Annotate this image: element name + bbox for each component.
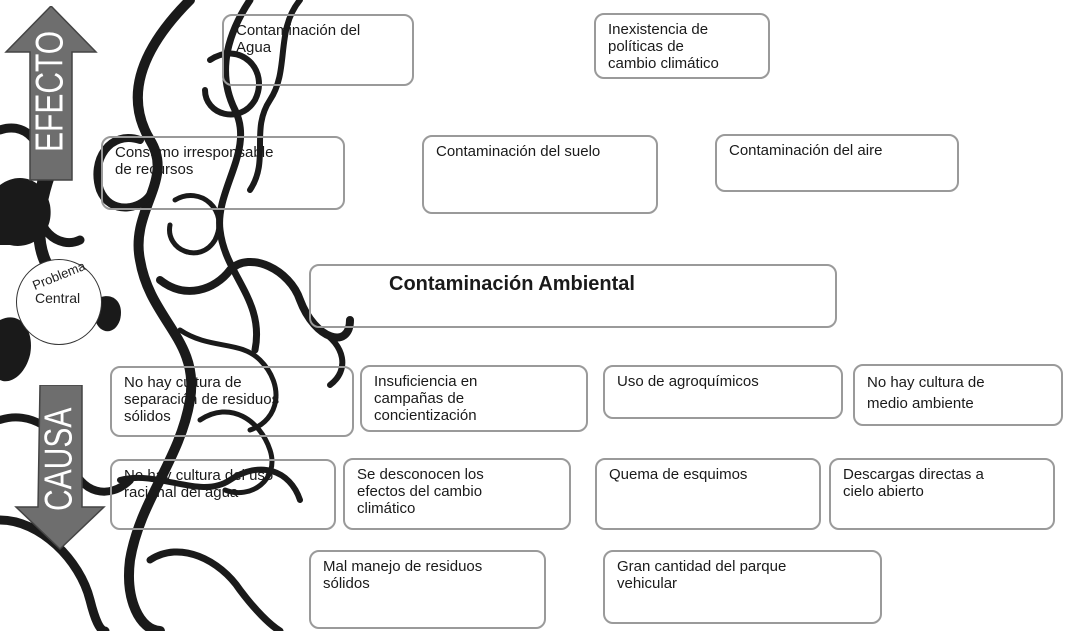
effect-box-air: Contaminación del aire xyxy=(715,134,959,192)
effect-arrow xyxy=(4,6,98,181)
cause-box-climate-effects: Se desconocen los efectos del cambio cli… xyxy=(343,458,571,530)
cause-box-vehicles: Gran cantidad del parque vehicular xyxy=(603,550,882,624)
cause-box-awareness: Insuficiencia en campañas de concientiza… xyxy=(360,365,588,432)
cause-box-waste-management: Mal manejo de residuos sólidos xyxy=(309,550,546,629)
cause-box-waste-separation: No hay cultura de separación de residuos… xyxy=(110,366,354,437)
cause-box-agrochemicals: Uso de agroquímicos xyxy=(603,365,843,419)
effect-box-climate-policy: Inexistencia de políticas de cambio clim… xyxy=(594,13,770,79)
circle-label-top: Problema xyxy=(30,258,88,293)
cause-box-burning: Quema de esquimos xyxy=(595,458,821,530)
central-problem-circle: Problema Central xyxy=(16,258,102,345)
cause-box-open-discharge: Descargas directas a cielo abierto xyxy=(829,458,1055,530)
circle-label-bottom: Central xyxy=(35,290,81,306)
cause-box-water-use: No hay cultura del uso racional del agua xyxy=(110,459,336,530)
effect-box-water: Contaminación del Agua xyxy=(222,14,414,86)
cause-label: CAUSA xyxy=(37,407,81,511)
cause-box-environment-culture: No hay cultura de medio ambiente xyxy=(853,364,1063,426)
effect-label: EFECTO xyxy=(28,30,72,152)
cause-arrow xyxy=(14,385,106,551)
effect-box-soil: Contaminación del suelo xyxy=(422,135,658,214)
effect-box-resources: Consumo irresponsable de recursos xyxy=(101,136,345,210)
central-problem-box: Contaminación Ambiental xyxy=(309,264,837,328)
